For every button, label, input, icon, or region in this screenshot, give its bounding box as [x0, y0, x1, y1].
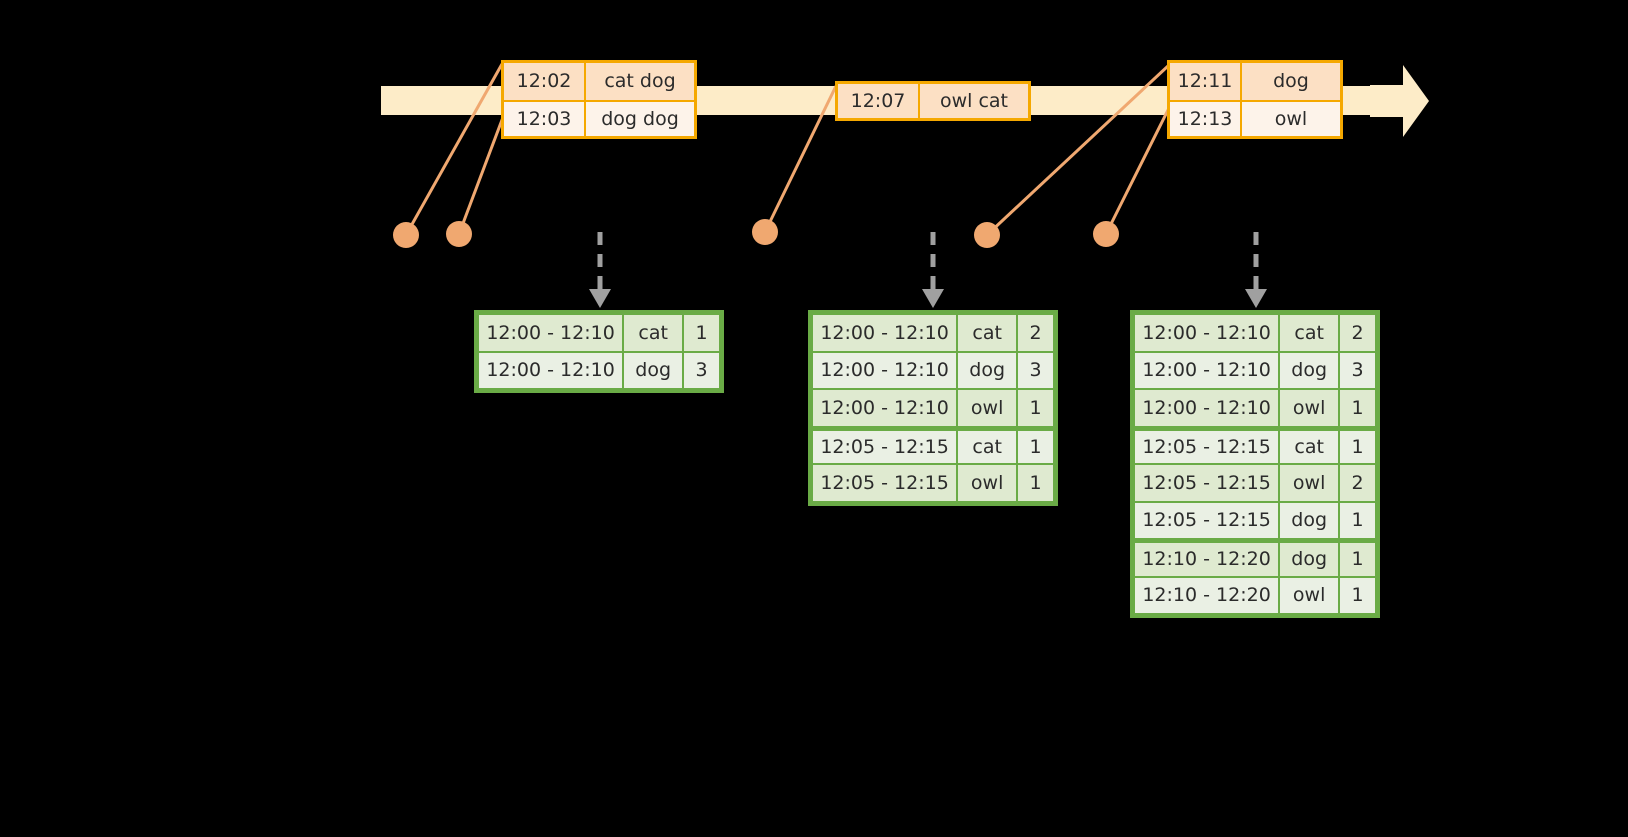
window-cell: 12:05 - 12:15: [1134, 501, 1280, 539]
connector-dot: [446, 221, 472, 247]
connector-dot: [1093, 221, 1119, 247]
key-cell: dog: [1279, 351, 1340, 389]
window-cell: 12:10 - 12:20: [1134, 576, 1280, 614]
count-cell: 3: [1017, 351, 1054, 389]
event-payload: owl: [1242, 101, 1340, 136]
key-cell: cat: [957, 429, 1018, 464]
event-row: 12:11 dog: [1170, 63, 1340, 100]
count-cell: 3: [1339, 351, 1376, 389]
event-box-b: 12:07 owl cat: [835, 81, 1031, 121]
count-cell: 1: [683, 314, 720, 352]
window-cell: 12:00 - 12:10: [1134, 389, 1280, 427]
window-cell: 12:10 - 12:20: [1134, 542, 1280, 577]
window-cell: 12:05 - 12:15: [1134, 464, 1280, 502]
key-cell: owl: [1279, 389, 1340, 427]
key-cell: cat: [623, 314, 684, 352]
count-cell: 2: [1017, 314, 1054, 352]
key-cell: dog: [1279, 542, 1340, 577]
event-time: 12:07: [838, 84, 920, 118]
dashed-down-arrow-icon: [1241, 232, 1271, 312]
event-time: 12:03: [504, 101, 586, 136]
event-payload: owl cat: [920, 84, 1028, 118]
count-cell: 2: [1339, 314, 1376, 352]
connector-dot: [974, 222, 1000, 248]
event-time: 12:11: [1170, 63, 1242, 100]
count-cell: 1: [1339, 576, 1376, 614]
count-cell: 1: [1339, 501, 1376, 539]
dashed-down-arrow-icon: [585, 232, 615, 312]
count-cell: 1: [1339, 389, 1376, 427]
event-box-c: 12:11 dog 12:13 owl: [1167, 60, 1343, 139]
window-cell: 12:05 - 12:15: [1134, 429, 1280, 464]
key-cell: owl: [957, 464, 1018, 502]
event-time: 12:02: [504, 63, 586, 100]
count-cell: 1: [1339, 542, 1376, 577]
key-cell: owl: [957, 389, 1018, 427]
event-row: 12:03 dog dog: [504, 99, 694, 136]
window-cell: 12:00 - 12:10: [1134, 351, 1280, 389]
event-row: 12:02 cat dog: [504, 63, 694, 100]
count-cell: 1: [1017, 389, 1054, 427]
event-row: 12:13 owl: [1170, 99, 1340, 136]
key-cell: dog: [957, 351, 1018, 389]
window-cell: 12:00 - 12:10: [1134, 314, 1280, 352]
event-row: 12:07 owl cat: [838, 84, 1028, 118]
key-cell: cat: [1279, 429, 1340, 464]
event-payload: dog: [1242, 63, 1340, 100]
count-cell: 1: [1017, 429, 1054, 464]
event-payload: dog dog: [586, 101, 694, 136]
count-cell: 1: [1339, 429, 1376, 464]
window-cell: 12:05 - 12:15: [812, 429, 958, 464]
window-cell: 12:00 - 12:10: [812, 314, 958, 352]
event-payload: cat dog: [586, 63, 694, 100]
key-cell: dog: [623, 351, 684, 389]
count-cell: 2: [1339, 464, 1376, 502]
key-cell: cat: [1279, 314, 1340, 352]
window-cell: 12:00 - 12:10: [478, 314, 624, 352]
window-cell: 12:00 - 12:10: [478, 351, 624, 389]
dashed-down-arrow-icon: [918, 232, 948, 312]
window-cell: 12:05 - 12:15: [812, 464, 958, 502]
key-cell: cat: [957, 314, 1018, 352]
key-cell: owl: [1279, 464, 1340, 502]
key-cell: dog: [1279, 501, 1340, 539]
connector-dot: [393, 222, 419, 248]
connector-dot: [752, 219, 778, 245]
count-cell: 3: [683, 351, 720, 389]
connector-line: [1104, 105, 1172, 235]
window-cell: 12:00 - 12:10: [812, 389, 958, 427]
count-cell: 1: [1017, 464, 1054, 502]
key-cell: owl: [1279, 576, 1340, 614]
event-box-a: 12:02 cat dog 12:03 dog dog: [501, 60, 697, 139]
window-cell: 12:00 - 12:10: [812, 351, 958, 389]
event-time: 12:13: [1170, 101, 1242, 136]
